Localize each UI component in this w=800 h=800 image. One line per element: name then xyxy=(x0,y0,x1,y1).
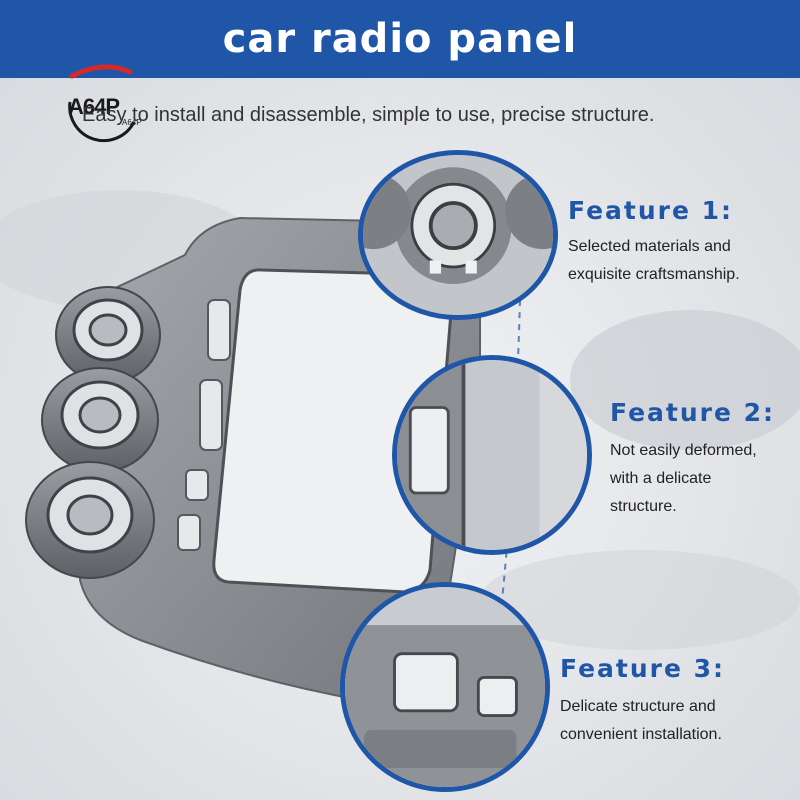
feature-3-line-1: Delicate structure and xyxy=(560,698,716,715)
logo-subtext: A64P xyxy=(122,118,142,127)
feature-3-closeup-image xyxy=(340,582,550,792)
feature-1-line-1: Selected materials and xyxy=(568,238,731,255)
subtitle: Easy to install and disassemble, simple … xyxy=(82,104,655,126)
header-banner: car radio panel xyxy=(0,0,800,78)
logo-text: A64P xyxy=(68,94,120,119)
logo-swoosh-icon xyxy=(68,64,136,143)
feature-2-closeup-image xyxy=(392,355,592,555)
feature-2-line-2: with a delicate xyxy=(610,470,712,487)
feature-3-title: Feature 3: xyxy=(560,654,726,683)
feature-1-closeup-image xyxy=(358,150,558,320)
feature-1-line-2: exquisite craftsmanship. xyxy=(568,266,740,283)
page-title: car radio panel xyxy=(222,16,578,62)
feature-2-line-3: structure. xyxy=(610,498,677,515)
feature-2-line-1: Not easily deformed, xyxy=(610,442,757,459)
feature-2-title: Feature 2: xyxy=(610,398,776,427)
feature-3-line-2: convenient installation. xyxy=(560,726,722,743)
brand-logo: A64P A64P xyxy=(64,62,160,146)
feature-1-title: Feature 1: xyxy=(568,196,734,225)
